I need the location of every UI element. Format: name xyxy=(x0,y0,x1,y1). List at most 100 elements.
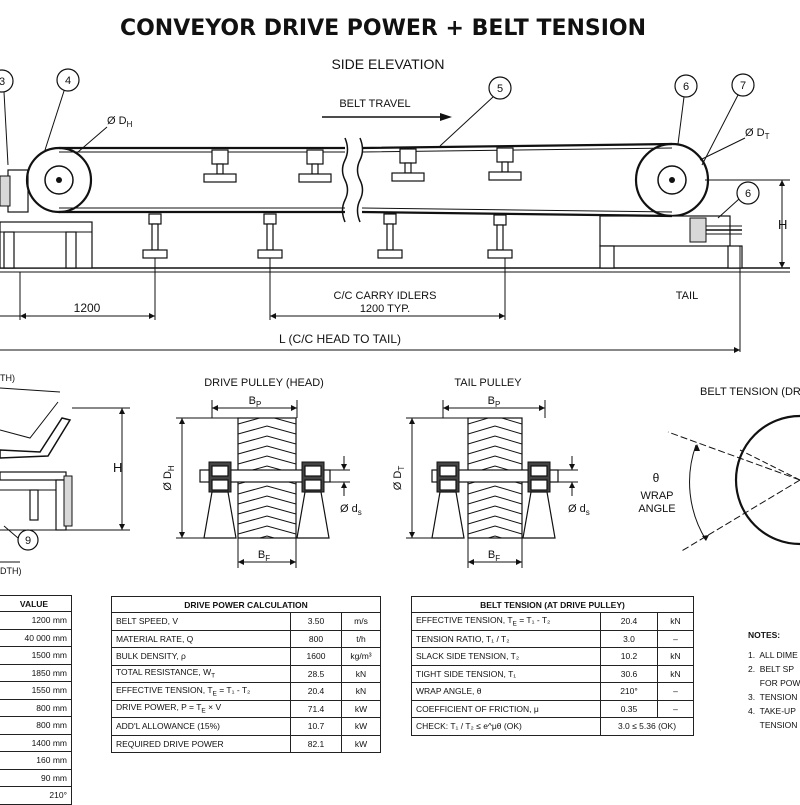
value-cell: 160 mm xyxy=(0,751,72,770)
unit-cell: kN xyxy=(657,612,694,631)
value-cell: 3.50 xyxy=(290,612,342,631)
unit-cell: kW xyxy=(341,699,381,718)
drive-pulley-view: DRIVE PULLEY (HEAD) BP B xyxy=(162,377,362,568)
idler-bottom-label: DTH) xyxy=(0,566,22,576)
table-row: 800 mm xyxy=(0,716,72,735)
unit-cell: kN xyxy=(341,682,381,701)
drive-motor-icon xyxy=(7,169,29,213)
unit-cell: t/h xyxy=(341,629,381,648)
callout-9 xyxy=(17,529,39,551)
param-cell: DRIVE POWER, P = TE × V xyxy=(111,699,291,718)
unit-cell: kg/m³ xyxy=(341,647,381,666)
tail-pulley-title: TAIL PULLEY xyxy=(454,377,522,389)
value-cell: 800 mm xyxy=(0,716,72,735)
tail-pulley-view: TAIL PULLEY BP BF xyxy=(392,377,590,568)
drive-belt-width-label: BF xyxy=(258,549,270,563)
unit-cell: m/s xyxy=(341,612,381,631)
take-up-icon xyxy=(689,217,707,243)
value-cell: 71.4 xyxy=(290,699,342,718)
tail-label: TAIL xyxy=(676,290,698,302)
param-cell: MATERIAL RATE, Q xyxy=(111,629,291,648)
value-cell: 28.5 xyxy=(290,664,342,683)
table-row: 1550 mm xyxy=(0,681,72,700)
value-cell: 1500 mm xyxy=(0,646,72,665)
value-cell: 1600 xyxy=(290,647,342,666)
param-cell: TENSION RATIO, T₁ / T₂ xyxy=(411,629,601,648)
tail-shaft-label: Ø ds xyxy=(568,503,590,517)
param-cell: EFFECTIVE TENSION, TE = T₁ - T₂ xyxy=(411,612,601,631)
value-cell: 40 000 mm xyxy=(0,628,72,647)
value-cell: 3.0 xyxy=(600,629,658,648)
drive-shaft-label: Ø ds xyxy=(340,503,362,517)
value-cell: 800 mm xyxy=(0,698,72,717)
table-row: 40 000 mm xyxy=(0,628,72,647)
length-label: L (C/C HEAD TO TAIL) xyxy=(279,332,401,346)
value-cell: 30.6 xyxy=(600,664,658,683)
svg-text:6: 6 xyxy=(683,81,689,93)
drive-face-width-label: BP xyxy=(249,395,262,409)
svg-text:9: 9 xyxy=(25,535,31,547)
value-cell: 20.4 xyxy=(290,682,342,701)
unit-cell: kN xyxy=(341,664,381,683)
note-line: TENSION xyxy=(748,720,798,730)
svg-text:7: 7 xyxy=(740,80,746,92)
value-cell: 1850 mm xyxy=(0,663,72,682)
unit-cell: – xyxy=(657,699,694,718)
return-idlers xyxy=(142,213,513,259)
table-row: 1400 mm xyxy=(0,733,72,752)
unit-cell: kN xyxy=(657,664,694,683)
value-cell: 1200 mm xyxy=(0,611,72,630)
belt-tension-table: BELT TENSION (AT DRIVE PULLEY) EFFECTIVE… xyxy=(411,596,694,736)
param-cell: ADD'L ALLOWANCE (15%) xyxy=(111,717,291,736)
belt-tension-wrap-view: BELT TENSION (DR θ WRAP ANGLE xyxy=(638,386,800,553)
notes-heading: NOTES: xyxy=(748,630,781,640)
value-cell: 1550 mm xyxy=(0,681,72,700)
value-cell: 1400 mm xyxy=(0,733,72,752)
param-cell: TIGHT SIDE TENSION, T₁ xyxy=(411,664,601,683)
unit-cell: kN xyxy=(657,647,694,666)
value-table-header: VALUE xyxy=(0,595,72,612)
value-cell: 82.1 xyxy=(290,734,342,753)
callout-6-top: 6 xyxy=(674,74,698,145)
tail-face-width-label: BP xyxy=(488,395,501,409)
value-cell: 20.4 xyxy=(600,612,658,631)
param-cell: BULK DENSITY, ρ xyxy=(111,647,291,666)
dim-1200: 1200 xyxy=(74,301,101,315)
callout-6-bottom: 6 xyxy=(717,181,760,219)
param-cell: COEFFICIENT OF FRICTION, μ xyxy=(411,699,601,718)
value-cell: 10.7 xyxy=(290,717,342,736)
check-param-cell: CHECK: T₁ / T₂ ≤ e^μθ (OK) xyxy=(411,717,601,736)
value-cell: 210° xyxy=(600,682,658,701)
value-cell: 210° xyxy=(0,786,72,805)
tail-belt-width-label: BF xyxy=(488,549,500,563)
param-cell: EFFECTIVE TENSION, TE = T₁ - T₂ xyxy=(111,682,291,701)
side-height-label: H xyxy=(778,217,787,232)
idler-top-label: TH) xyxy=(0,373,15,383)
table-row: 1500 mm xyxy=(0,646,72,665)
check-value-cell: 3.0 ≤ 5.36 (OK) xyxy=(600,717,694,736)
wrap-angle-line1: WRAP xyxy=(641,490,674,502)
drive-diameter-label: Ø DH xyxy=(162,465,176,491)
svg-text:6: 6 xyxy=(745,188,751,200)
drive-pulley-title: DRIVE PULLEY (HEAD) xyxy=(204,377,324,389)
param-cell: WRAP ANGLE, θ xyxy=(411,682,601,701)
carry-idlers-dim-line2: 1200 TYP. xyxy=(360,303,410,315)
wrap-angle-line2: ANGLE xyxy=(638,503,675,515)
table-row: 800 mm xyxy=(0,698,72,717)
param-cell: SLACK SIDE TENSION, T₂ xyxy=(411,647,601,666)
callout-4: 4 xyxy=(44,68,80,151)
theta-symbol: θ xyxy=(653,471,660,485)
